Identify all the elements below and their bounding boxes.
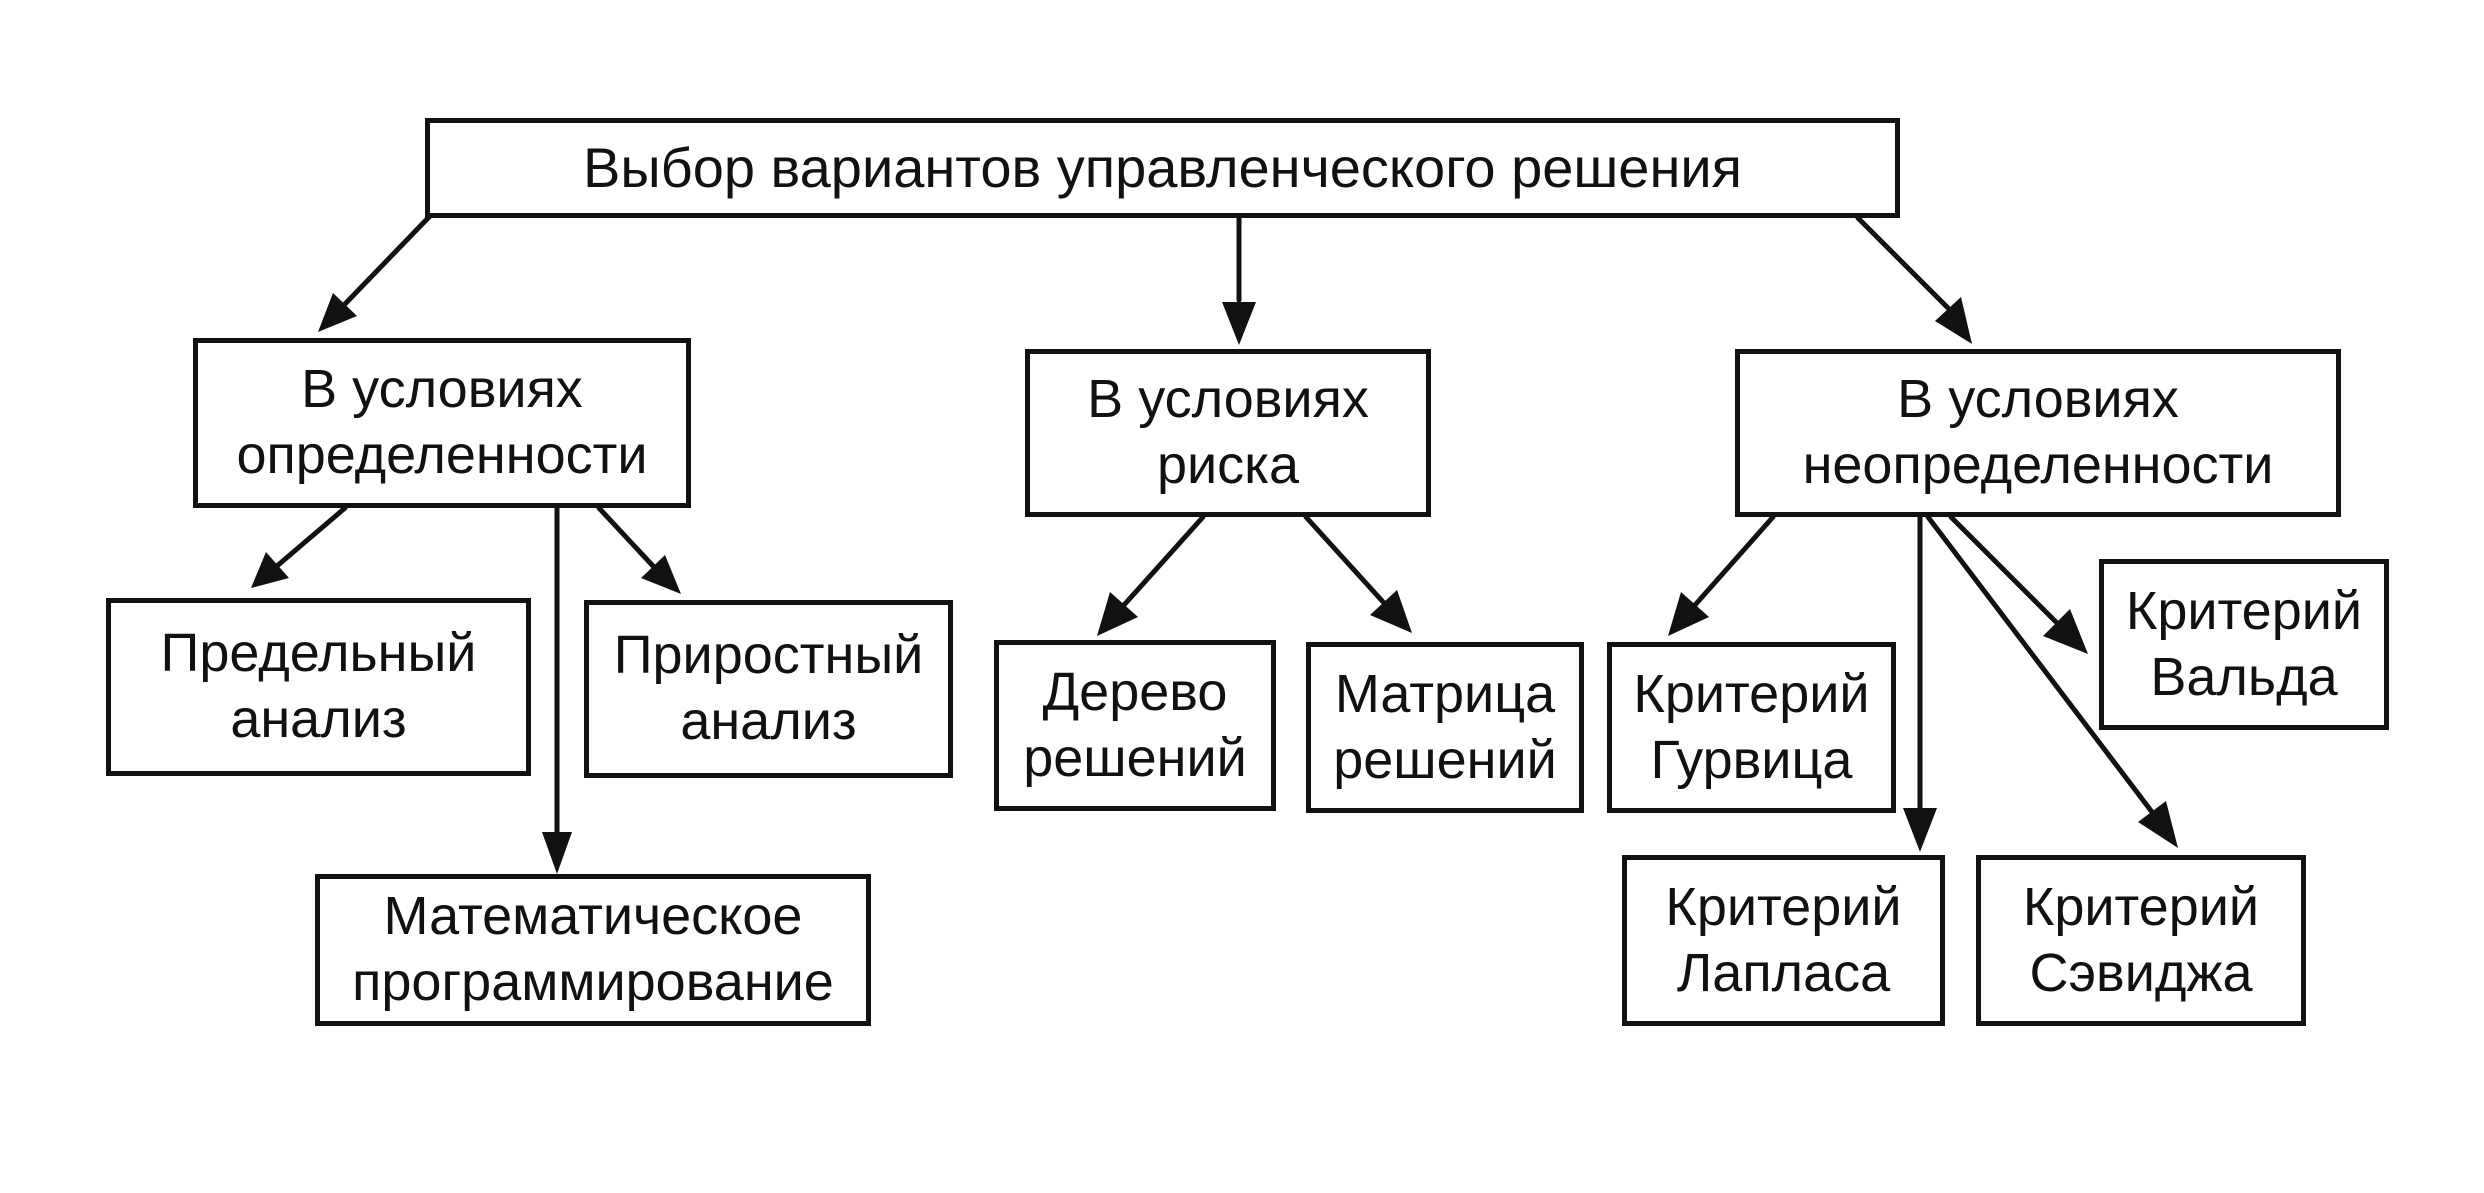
method-incremental-analysis-line-1: Приростный [613, 625, 924, 686]
method-incremental-analysis-line-2: анализ [680, 691, 857, 751]
method-laplace-criterion-node: Критерий Лапласа [1622, 855, 1945, 1026]
arrowhead-risk-to-tree [1097, 592, 1138, 636]
category-risk-line-1: В условиях [1087, 369, 1369, 430]
method-decision-matrix-line-1: Матрица [1334, 663, 1556, 724]
method-marginal-analysis-line-1: Предельный [160, 623, 477, 684]
method-decision-matrix-node: Матрица решений [1306, 642, 1584, 813]
arrowhead-uncertainty-to-hurwicz [1668, 592, 1709, 636]
category-certainty-line-1: В условиях [301, 359, 583, 420]
arrow-root-to-uncertainty [1855, 215, 1951, 311]
category-certainty-node: В условиях определенности [193, 338, 691, 508]
method-savage-criterion-line-1: Критерий [2022, 876, 2260, 937]
method-laplace-criterion-line-2: Лапласа [1676, 942, 1891, 1003]
method-laplace-criterion-line-1: Критерий [1665, 876, 1902, 937]
arrow-risk-to-tree [1121, 514, 1206, 608]
method-hurwicz-criterion-node: Критерий Гурвица [1607, 642, 1896, 813]
method-math-programming-node: Математическое программирование [315, 874, 871, 1026]
arrowhead-uncertainty-to-laplace [1903, 808, 1937, 852]
method-decision-matrix-line-2: решений [1333, 729, 1557, 790]
method-math-programming-line-2: программирование [352, 952, 834, 1012]
arrow-certainty-to-incremental [596, 505, 656, 569]
category-uncertainty-line-1: В условиях [1897, 369, 2179, 430]
method-decision-tree-node: Дерево решений [994, 640, 1276, 811]
method-wald-criterion-line-1: Критерий [2125, 580, 2363, 641]
arrow-uncertainty-to-savage [1925, 514, 2155, 815]
arrowhead-risk-to-matrix [1370, 590, 1412, 633]
category-risk-line-2: риска [1156, 435, 1300, 495]
arrowhead-certainty-to-math [542, 832, 572, 874]
method-marginal-analysis-line-2: анализ [230, 689, 407, 749]
arrow-uncertainty-to-wald [1948, 514, 2059, 625]
method-decision-tree-line-1: Дерево [1042, 661, 1228, 722]
category-risk-node: В условиях риска [1025, 349, 1431, 517]
arrowhead-certainty-to-incremental [641, 555, 681, 594]
method-math-programming-line-1: Математическое [383, 886, 803, 947]
category-certainty-line-2: определенности [236, 425, 648, 485]
arrow-risk-to-matrix [1303, 514, 1387, 606]
arrow-uncertainty-to-hurwicz [1692, 514, 1776, 608]
method-hurwicz-criterion-line-1: Критерий [1633, 663, 1870, 724]
root-node-label: Выбор вариантов управленческого решения [583, 135, 1742, 199]
method-wald-criterion-line-2: Вальда [2150, 646, 2338, 707]
method-hurwicz-criterion-line-2: Гурвица [1650, 729, 1853, 790]
method-decision-tree-line-2: решений [1023, 727, 1247, 788]
method-savage-criterion-line-2: Сэвиджа [2029, 942, 2253, 1003]
arrowhead-root-to-uncertainty [1935, 297, 1972, 344]
method-incremental-analysis-node: Приростный анализ [584, 600, 953, 778]
arrowhead-root-to-certainty [318, 293, 357, 332]
category-uncertainty-line-2: неопределенности [1802, 435, 2274, 495]
method-savage-criterion-node: Критерий Сэвиджа [1976, 855, 2306, 1026]
arrow-certainty-to-marginal [274, 505, 348, 569]
method-marginal-analysis-node: Предельный анализ [106, 598, 531, 776]
root-node: Выбор вариантов управленческого решения [425, 118, 1900, 218]
arrow-root-to-certainty [341, 213, 433, 308]
category-uncertainty-node: В условиях неопределенности [1735, 349, 2341, 517]
arrowhead-uncertainty-to-wald [2043, 609, 2088, 654]
arrowhead-root-to-risk [1222, 302, 1256, 345]
method-wald-criterion-node: Критерий Вальда [2099, 559, 2389, 730]
arrowhead-certainty-to-marginal [251, 552, 289, 588]
arrowhead-uncertainty-to-savage [2138, 801, 2178, 848]
